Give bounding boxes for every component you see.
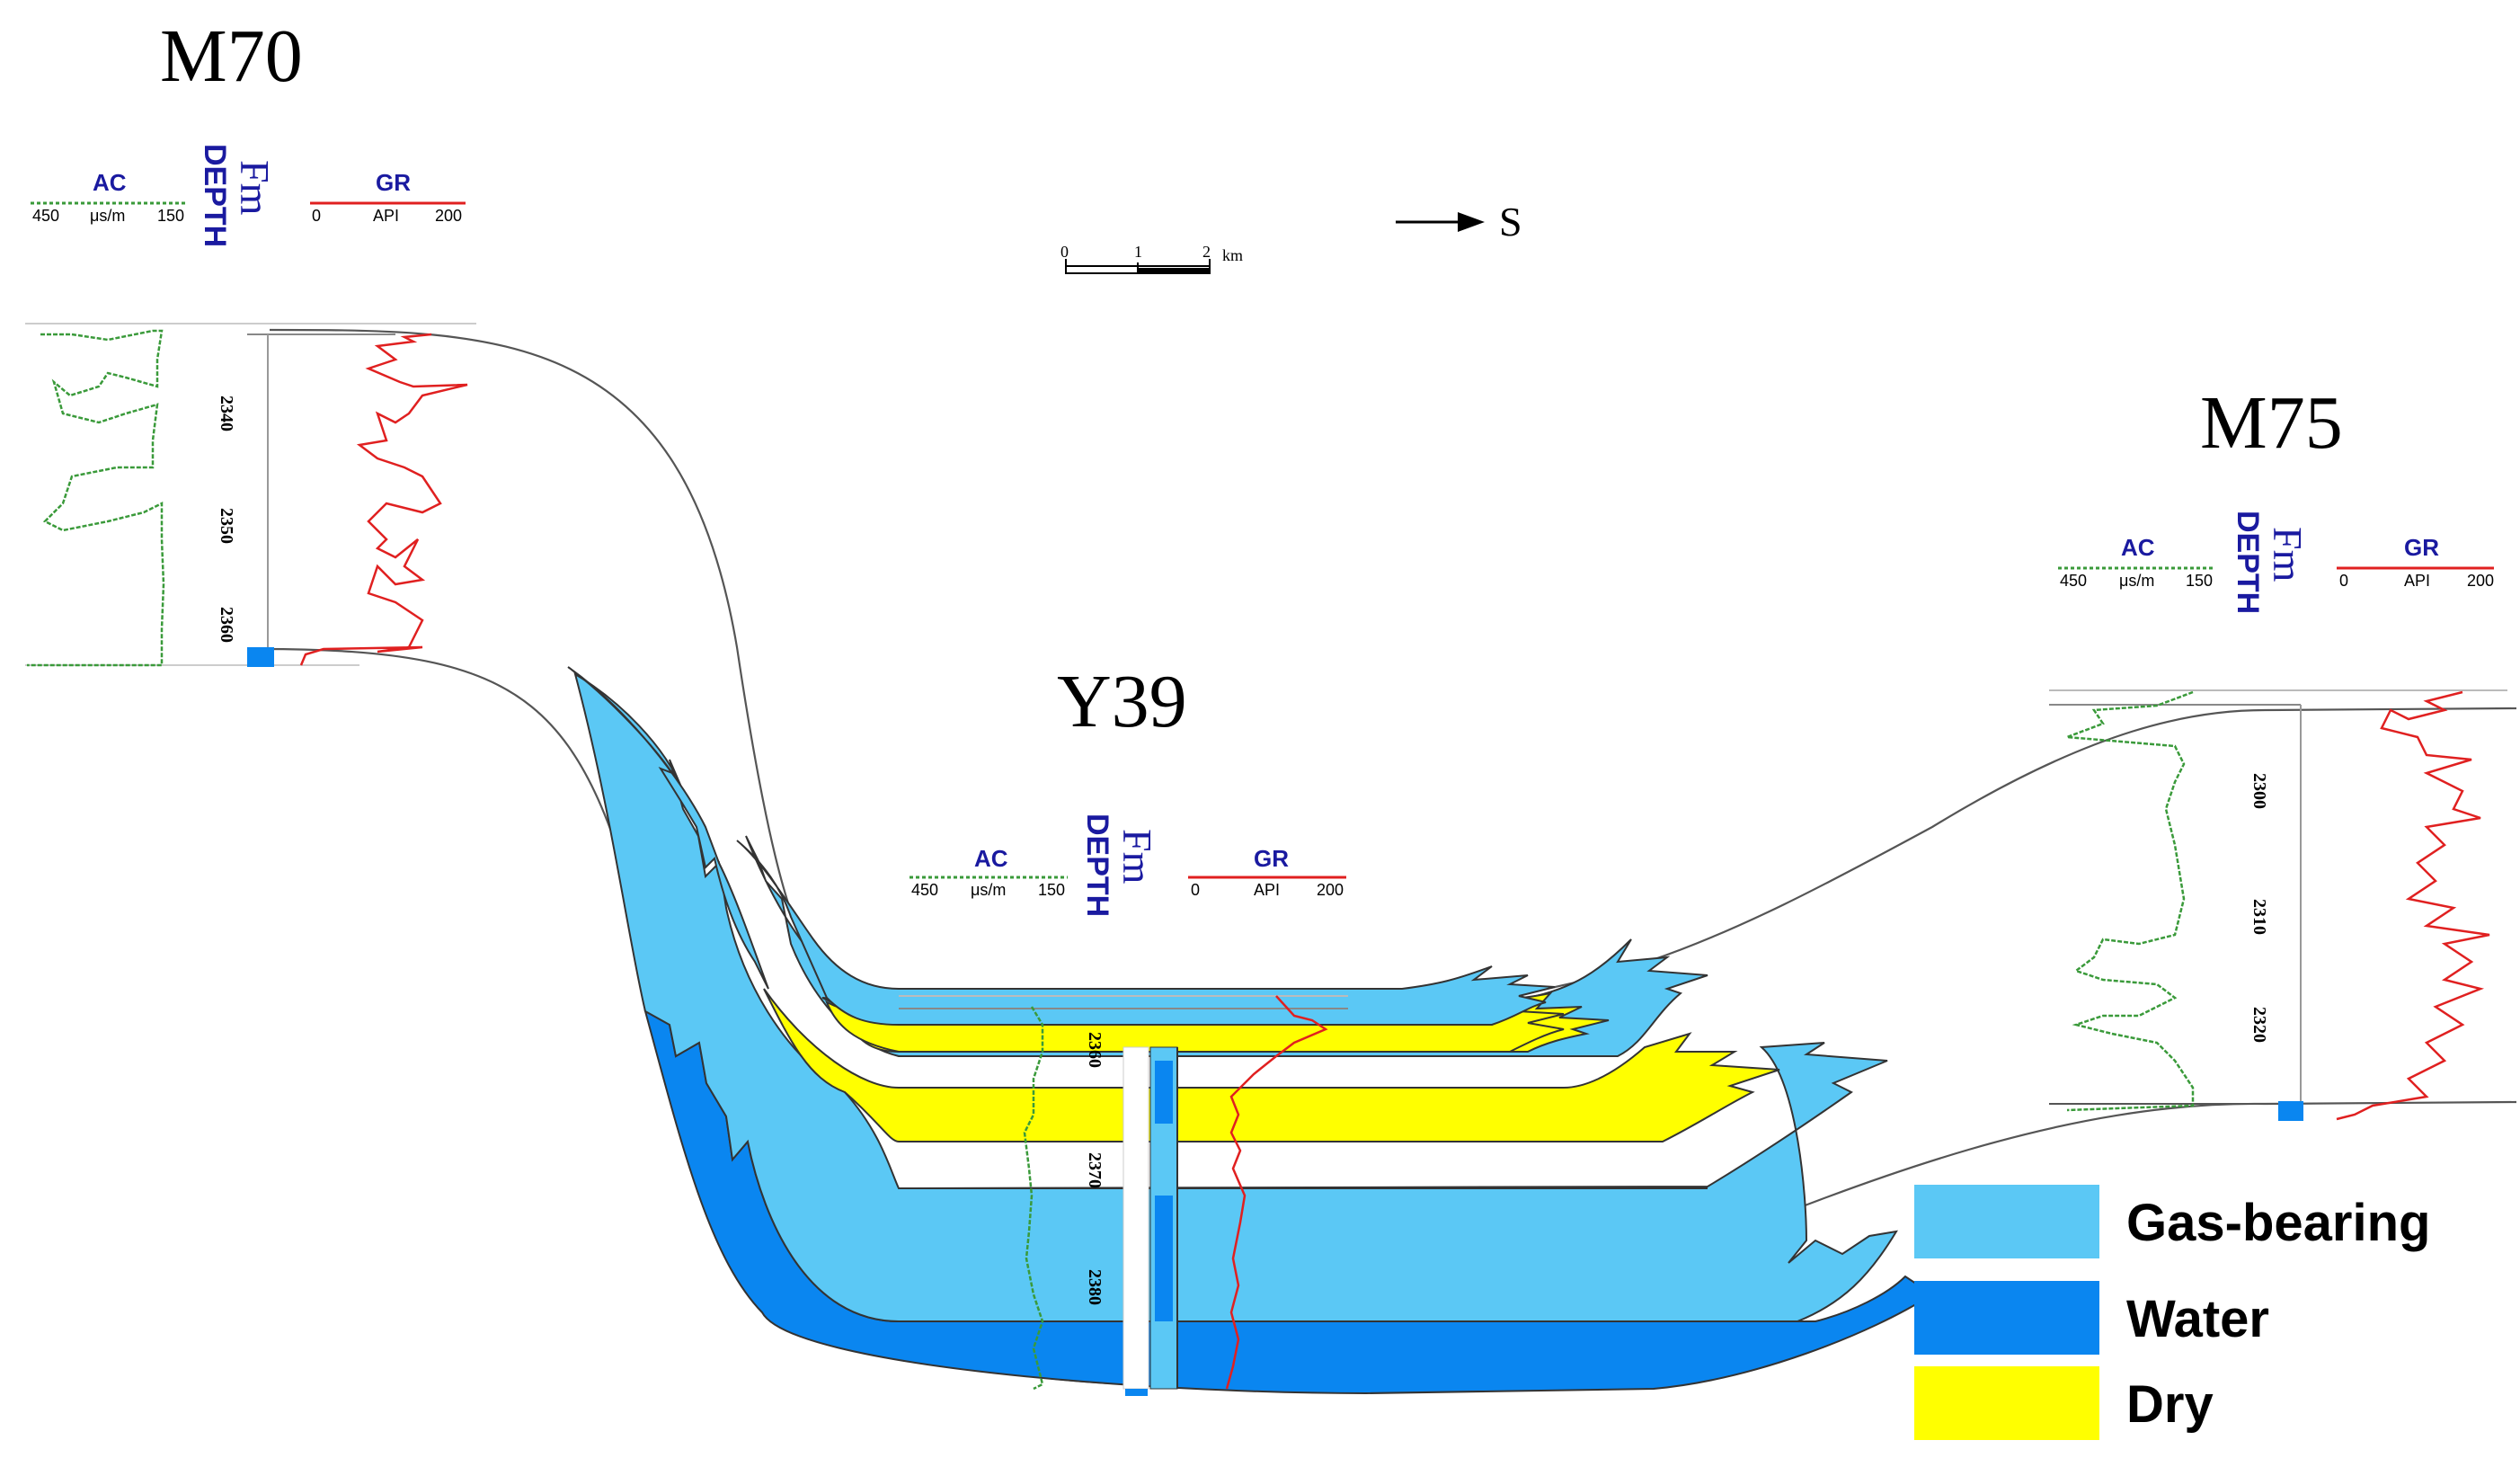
ac-min: 450 [911, 881, 938, 899]
depth-tick: 2380 [1085, 1269, 1105, 1305]
ac-label: AC [974, 845, 1008, 872]
reservoir-layers [567, 666, 1934, 1395]
ac-max: 150 [1038, 881, 1065, 899]
gr-min: 0 [2339, 572, 2348, 590]
well-name: Y39 [1057, 660, 1187, 743]
gas-layer-lower [573, 671, 1898, 1322]
fm-title: Fm [1114, 829, 1160, 885]
depth-tick: 2360 [217, 607, 236, 643]
legend-label: Dry [2126, 1375, 2214, 1434]
ac-unit: μs/m [90, 207, 125, 225]
depth-tick: 2350 [217, 508, 236, 544]
depth-tick: 2300 [2249, 773, 2269, 809]
well-m75: M75 AC 450 μs/m 150 DEPTH Fm GR 0 API 20… [2049, 381, 2507, 1121]
water-zone-marker [2278, 1101, 2303, 1121]
ac-unit: μs/m [971, 881, 1006, 899]
ac-min: 450 [32, 207, 59, 225]
direction-indicator: S [1396, 199, 1522, 244]
gas-layer-top-finger [736, 840, 1556, 1026]
gr-log-curve [2336, 690, 2490, 1121]
well-name: M75 [2200, 381, 2343, 465]
depth-title: DEPTH [1080, 813, 1114, 917]
legend-swatch-water [1914, 1281, 2099, 1355]
ac-max: 150 [2186, 572, 2213, 590]
top-correlation-line [269, 328, 2517, 1009]
depth-tick: 2340 [217, 396, 236, 431]
well-name: M70 [160, 14, 303, 98]
ac-min: 450 [2060, 572, 2087, 590]
water-zone-marker [247, 647, 274, 667]
well-y39: Y39 AC 450 μs/m 150 DEPTH Fm GR 0 API 20… [899, 660, 1348, 1396]
gas-layer-left-finger [567, 666, 769, 990]
gr-label: GR [2404, 534, 2439, 561]
layer-boundaries [899, 1051, 1797, 1322]
gr-log-curve [299, 333, 468, 666]
gr-label: GR [376, 169, 411, 196]
gr-unit: API [373, 207, 399, 225]
ac-label: AC [2121, 534, 2155, 561]
scale-label: 0 [1060, 243, 1069, 261]
legend-label: Gas-bearing [2126, 1194, 2430, 1252]
gr-max: 200 [2467, 572, 2494, 590]
dry-layer-middle [763, 988, 1780, 1142]
gr-label: GR [1254, 845, 1289, 872]
ac-log-curve [1023, 1006, 1044, 1391]
ac-log-curve [2066, 690, 2195, 1112]
depth-tick: 2310 [2249, 899, 2269, 935]
arrow-icon [1458, 212, 1485, 232]
gr-min: 0 [1191, 881, 1200, 899]
well-m70: M70 AC 450 μs/m 150 DEPTH Fm GR 0 API 20… [25, 14, 476, 667]
scale-unit: km [1222, 246, 1243, 264]
depth-tick: 2370 [1085, 1152, 1105, 1188]
direction-label: S [1499, 199, 1522, 244]
ac-label: AC [93, 169, 127, 196]
legend-label: Water [2126, 1290, 2269, 1348]
scale-label: 2 [1202, 243, 1211, 261]
gr-max: 200 [1317, 881, 1344, 899]
depth-title: DEPTH [2231, 511, 2265, 614]
legend-swatch-gas [1914, 1185, 2099, 1258]
legend: Gas-bearing Water Dry [1914, 1185, 2430, 1440]
depth-track [1122, 1046, 1149, 1390]
ac-log-curve [27, 329, 165, 667]
gr-unit: API [2404, 572, 2430, 590]
ac-max: 150 [157, 207, 184, 225]
scale-bar: 0 1 2 km [1060, 243, 1243, 274]
fm-title: Fm [2265, 527, 2311, 582]
legend-swatch-dry [1914, 1366, 2099, 1440]
gr-min: 0 [312, 207, 321, 225]
scale-label: 1 [1134, 243, 1142, 261]
gr-max: 200 [435, 207, 462, 225]
depth-title: DEPTH [198, 144, 232, 247]
gr-unit: API [1254, 881, 1280, 899]
gr-log-curve [1225, 995, 1328, 1390]
ac-unit: μs/m [2119, 572, 2154, 590]
fm-title: Fm [232, 160, 278, 216]
depth-tick: 2360 [1085, 1032, 1105, 1068]
depth-tick: 2320 [2249, 1007, 2269, 1043]
